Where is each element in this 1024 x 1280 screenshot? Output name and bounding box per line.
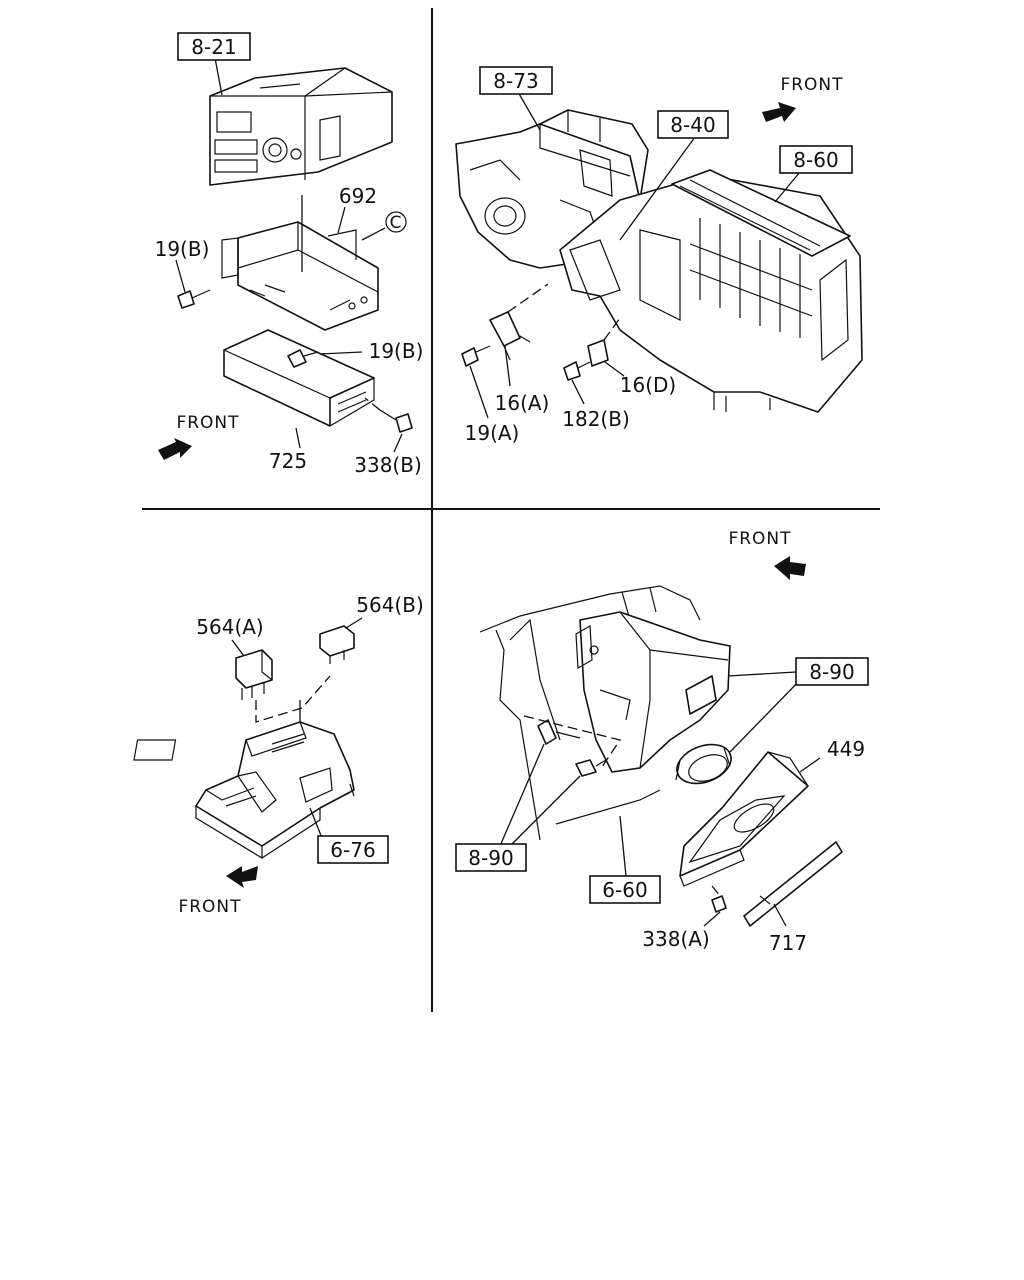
leader-8-90-b2: [509, 775, 581, 847]
part-label-19a: 19(A): [465, 421, 520, 445]
ref-label-8-40: 8-40: [670, 113, 715, 137]
part-label-725: 725: [269, 449, 307, 473]
leader-692: [337, 206, 346, 234]
ref-box-6-76: [317, 835, 389, 864]
switch-564a: [235, 649, 273, 700]
leader-8-90-a1: [727, 671, 797, 677]
front-arrow-icon-q2: [762, 102, 796, 122]
ref-label-6-60: 6-60: [602, 878, 647, 902]
bolts-8-90: [523, 715, 622, 777]
front-label-q1: FRONT: [176, 413, 239, 433]
screw-338b: [379, 409, 413, 433]
glove-box: [679, 751, 809, 887]
screw-182b: [563, 361, 591, 381]
part-label-19b-right: 19(B): [369, 339, 424, 363]
leader-182b: [571, 379, 585, 405]
ref-label-8-60: 8-60: [793, 148, 838, 172]
ref-label-8-90-b: 8-90: [468, 846, 513, 870]
leader-19b-left: [175, 259, 186, 293]
screw-19b-left: [177, 289, 211, 309]
leader-725: [295, 427, 301, 449]
center-console: [133, 721, 355, 860]
leader-338b: [393, 433, 403, 453]
front-arrow-icon-q1: [158, 438, 192, 460]
part-label-182b: 182(B): [562, 407, 630, 431]
ref-box-8-60: [779, 145, 853, 174]
part-label-692: 692: [339, 184, 377, 208]
dashboard-frame: [479, 585, 701, 841]
clip-16d: [587, 339, 609, 367]
dash-338b: [364, 397, 381, 411]
dash-switches: [255, 675, 331, 723]
leader-6-76: [309, 807, 323, 839]
heater-core-case: [559, 169, 863, 413]
front-arrow-icon-q4: [774, 556, 806, 580]
part-label-16a: 16(A): [495, 391, 550, 415]
part-label-717: 717: [769, 931, 807, 955]
duct-ring: [675, 743, 732, 785]
leader-19a: [469, 365, 489, 419]
front-label-q4: FRONT: [728, 529, 791, 549]
front-arrow-icon-q3: [226, 866, 258, 888]
leader-16a: [504, 345, 511, 387]
mounting-bracket: [221, 221, 379, 331]
screw-338a: [711, 895, 727, 913]
circled-c-label: C: [390, 213, 403, 233]
ref-box-6-60: [589, 875, 661, 904]
part-label-19b-left: 19(B): [155, 237, 210, 261]
part-label-16d: 16(D): [620, 373, 676, 397]
leader-8-73: [517, 91, 541, 131]
front-label-q3: FRONT: [178, 897, 241, 917]
duct-housing: [575, 611, 731, 773]
clip-16a: [489, 311, 531, 361]
leader-564b: [345, 617, 363, 629]
leader-8-90-b1: [499, 743, 545, 847]
leader-717: [773, 903, 787, 927]
ref-label-6-76: 6-76: [330, 838, 375, 862]
front-label-q2: FRONT: [780, 75, 843, 95]
leader-564a: [231, 639, 245, 657]
dash-16d: [603, 317, 621, 341]
leader-449: [799, 757, 821, 773]
leader-8-21: [214, 57, 223, 96]
screw-19b-right: [287, 349, 319, 368]
dash-338a: [711, 885, 721, 897]
ref-label-8-73: 8-73: [493, 69, 538, 93]
part-label-449: 449: [827, 737, 865, 761]
circled-c-marker: [385, 211, 407, 233]
dash-16a: [507, 283, 549, 313]
audio-unit: [209, 67, 393, 186]
ref-box-8-40: [657, 110, 729, 139]
part-label-338a: 338(A): [642, 927, 709, 951]
switch-564b: [319, 625, 355, 664]
ref-box-8-21: [177, 32, 251, 61]
part-label-564a: 564(A): [196, 615, 263, 639]
leader-16d: [604, 361, 625, 377]
screw-19a: [461, 345, 491, 367]
leader-338a: [703, 911, 721, 927]
leader-19b-right: [319, 351, 363, 355]
leader-8-90-a2: [729, 675, 805, 753]
part-label-338b: 338(B): [354, 453, 422, 477]
ref-box-8-73: [479, 66, 553, 95]
leader-circled-c: [361, 227, 386, 241]
ref-label-8-21: 8-21: [191, 35, 236, 59]
trim-pocket: [223, 329, 375, 427]
ref-box-8-90-a: [795, 657, 869, 686]
leader-8-60: [774, 171, 801, 203]
leader-6-60: [619, 815, 627, 877]
part-label-564b: 564(B): [356, 593, 424, 617]
ref-label-8-90-a: 8-90: [809, 660, 854, 684]
lid-717: [743, 841, 843, 927]
leader-8-40: [619, 136, 696, 241]
ref-box-8-90-b: [455, 843, 527, 872]
